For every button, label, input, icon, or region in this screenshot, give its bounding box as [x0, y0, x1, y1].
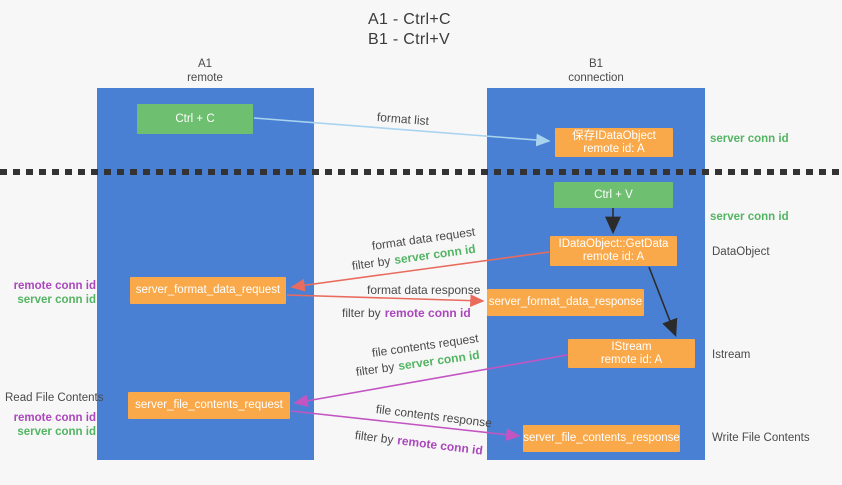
diagram-title: A1 - Ctrl+C B1 - Ctrl+V: [368, 10, 451, 50]
filter-by-text: filter by: [355, 359, 396, 379]
node-idataobject-getdata: IDataObject::GetData remote id: A: [550, 236, 677, 266]
node-server-format-data-request-label: server_format_data_request: [135, 284, 281, 296]
lane-b1-name: B1: [588, 58, 604, 70]
label-istream: Istream: [712, 349, 751, 361]
node-server-format-data-response-label: server_format_data_response: [488, 296, 643, 308]
node-save-idataobject-line2: remote id: A: [583, 142, 645, 155]
node-server-file-contents-request-label: server_file_contents_request: [135, 399, 283, 411]
node-ctrl-v-label: Ctrl + V: [594, 188, 633, 201]
remote-conn-id-text: remote conn id: [396, 433, 484, 458]
lane-header-b1: B1 connection: [516, 57, 676, 85]
label-format-list: format list: [376, 110, 430, 129]
node-server-format-data-response: server_format_data_response: [487, 289, 644, 316]
session-divider: [0, 169, 842, 175]
node-server-file-contents-request: server_file_contents_request: [128, 392, 290, 419]
node-server-file-contents-response-label: server_file_contents_response: [523, 432, 680, 444]
lane-b1-subtitle: connection: [568, 72, 624, 84]
node-ctrl-c: Ctrl + C: [137, 104, 253, 134]
lane-header-a1: A1 remote: [125, 57, 285, 85]
filter-by-text: filter by: [342, 306, 381, 320]
label-write-file-contents: Write File Contents: [712, 432, 810, 444]
node-server-format-data-request: server_format_data_request: [130, 277, 286, 304]
label-server-conn-id-right-top: server conn id: [710, 133, 789, 145]
label-file-contents-response: file contents response: [375, 402, 493, 431]
node-istream-line1: IStream: [611, 340, 652, 353]
node-ctrl-c-label: Ctrl + C: [175, 112, 215, 125]
label-read-file-contents: Read File Contents: [5, 392, 104, 404]
node-server-file-contents-response: server_file_contents_response: [523, 425, 680, 452]
lane-a1-subtitle: remote: [187, 72, 223, 84]
node-save-idataobject-line1: 保存IDataObject: [572, 129, 656, 142]
remote-conn-id-text: remote conn id: [13, 412, 96, 424]
remote-conn-id-text: remote conn id: [384, 306, 471, 320]
node-idataobject-getdata-line2: remote id: A: [582, 251, 645, 263]
lane-a1-name: A1: [197, 58, 213, 70]
label-conn-ids-left-top: remote conn id server conn id: [8, 279, 96, 307]
node-istream: IStream remote id: A: [568, 339, 695, 368]
title-line-2: B1 - Ctrl+V: [368, 31, 450, 48]
label-dataobject: DataObject: [712, 246, 770, 258]
node-ctrl-v: Ctrl + V: [554, 182, 673, 208]
remote-conn-id-text: remote conn id: [13, 280, 96, 292]
filter-by-text: filter by: [354, 428, 395, 447]
label-conn-ids-left-bottom: remote conn id server conn id: [8, 411, 96, 439]
server-conn-id-text: server conn id: [17, 426, 96, 438]
title-line-1: A1 - Ctrl+C: [368, 11, 451, 28]
label-format-data-response: format data response: [367, 283, 481, 297]
node-istream-line2: remote id: A: [600, 353, 663, 366]
server-conn-id-text: server conn id: [17, 294, 96, 306]
filter-by-text: filter by: [351, 253, 392, 273]
node-save-idataobject: 保存IDataObject remote id: A: [555, 128, 673, 157]
label-server-conn-id-right-mid: server conn id: [710, 211, 789, 223]
node-idataobject-getdata-line1: IDataObject::GetData: [558, 238, 669, 250]
